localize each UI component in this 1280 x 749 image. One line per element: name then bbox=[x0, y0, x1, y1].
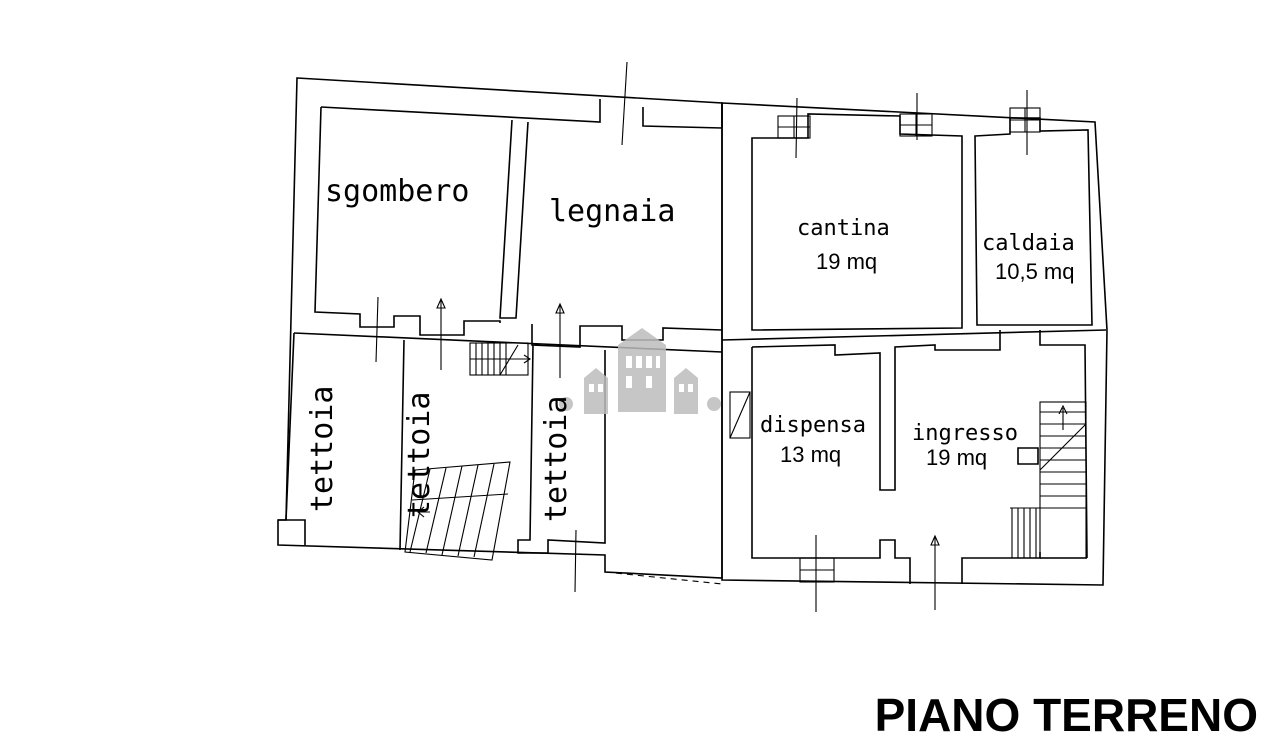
room-label-caldaia: caldaia bbox=[982, 231, 1075, 256]
entrance-arrows bbox=[436, 297, 940, 610]
room-label-dispensa: dispensa bbox=[760, 413, 866, 438]
left-block-walls bbox=[277, 77, 723, 585]
room-label-ingresso: ingresso bbox=[912, 421, 1018, 446]
room-label-tettoia-2: tettoia bbox=[402, 392, 437, 518]
room-area-cantina: 19 mq bbox=[816, 249, 877, 274]
right-block-walls bbox=[721, 102, 1108, 586]
room-label-tettoia-1: tettoia bbox=[305, 386, 340, 512]
room-area-caldaia: 10,5 mq bbox=[995, 259, 1075, 284]
windows bbox=[729, 107, 1041, 583]
room-label-legnaia: legnaia bbox=[549, 194, 675, 229]
room-label-tettoia-3: tettoia bbox=[539, 396, 574, 522]
room-label-cantina: cantina bbox=[797, 216, 890, 241]
plan-title: PIANO TERRENO bbox=[875, 689, 1258, 741]
room-label-sgombero: sgombero bbox=[325, 174, 470, 209]
house-logo-icon bbox=[559, 328, 721, 414]
stairs bbox=[404, 342, 1087, 561]
room-area-ingresso: 19 mq bbox=[926, 445, 987, 470]
section-lines bbox=[375, 61, 1028, 612]
room-area-dispensa: 13 mq bbox=[780, 442, 841, 467]
